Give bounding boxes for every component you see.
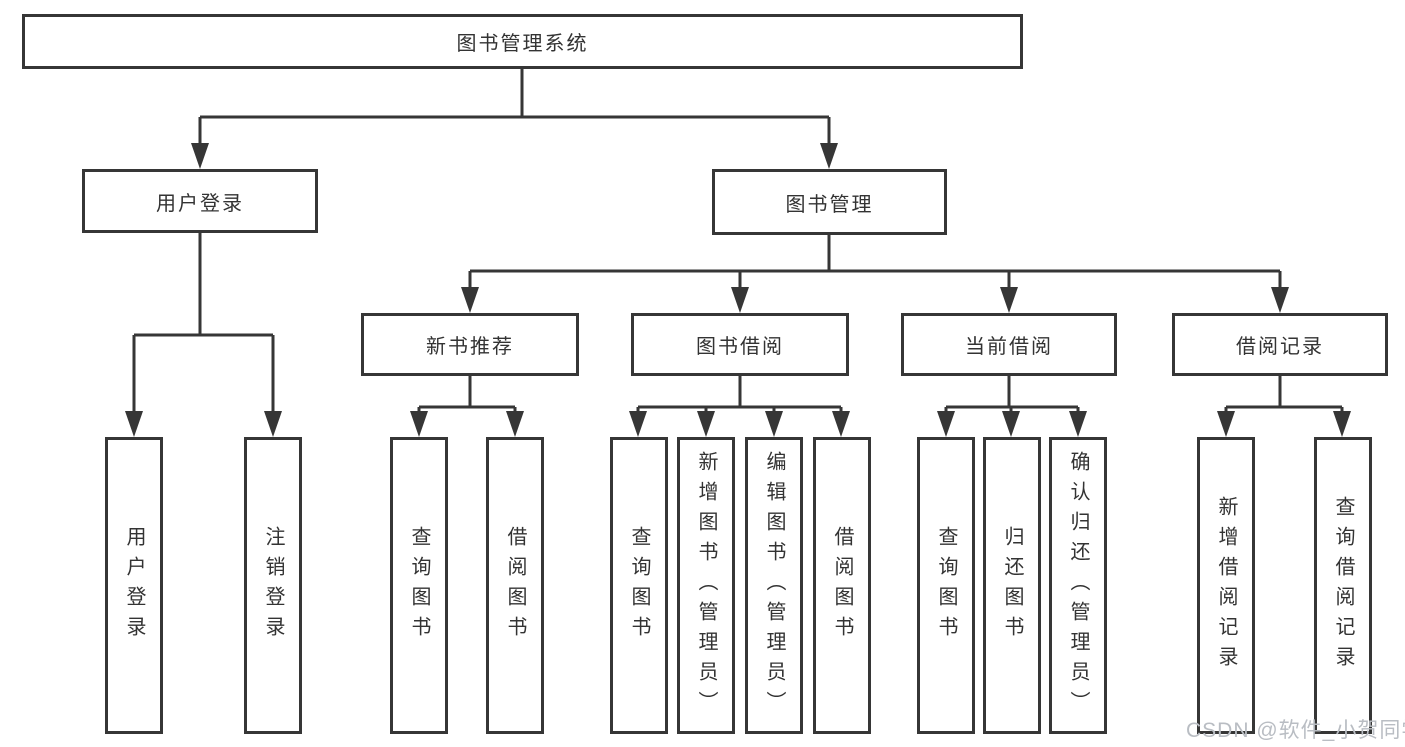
node-label: 借阅记录 bbox=[1236, 336, 1324, 358]
connector-new-book-to-leaves bbox=[417, 376, 517, 432]
leaf-label: 查询借阅记录 bbox=[1332, 495, 1354, 676]
leaf-query-books-current: 查询图书 bbox=[917, 437, 975, 734]
leaf-borrow-books-newbook: 借阅图书 bbox=[486, 437, 544, 734]
leaf-label: 查询图书 bbox=[408, 525, 430, 646]
leaf-label: 借阅图书 bbox=[831, 525, 853, 646]
node-label: 新书推荐 bbox=[426, 336, 514, 358]
leaf-label: 借阅图书 bbox=[504, 525, 526, 646]
node-label: 用户登录 bbox=[156, 192, 244, 215]
leaf-query-books-borrow: 查询图书 bbox=[610, 437, 668, 734]
node-label: 当前借阅 bbox=[965, 336, 1053, 358]
connector-records-to-leaves bbox=[1224, 376, 1344, 432]
leaf-label: 注销登录 bbox=[262, 525, 284, 646]
leaf-label: 查询图书 bbox=[628, 525, 650, 646]
node-book-management: 图书管理 bbox=[712, 169, 947, 235]
leaf-borrow-books-borrow: 借阅图书 bbox=[813, 437, 871, 734]
connector-book-mgmt-to-modules bbox=[468, 234, 1282, 308]
leaf-label: 归还图书 bbox=[1001, 525, 1023, 646]
leaf-label: 确认归还（管理员） bbox=[1067, 450, 1089, 721]
leaf-query-books-newbook: 查询图书 bbox=[390, 437, 448, 734]
node-label: 图书借阅 bbox=[696, 336, 784, 358]
leaf-edit-book-admin: 编辑图书（管理员） bbox=[745, 437, 803, 734]
leaf-return-book: 归还图书 bbox=[983, 437, 1041, 734]
leaf-label: 新增借阅记录 bbox=[1215, 495, 1237, 676]
node-label: 图书管理系统 bbox=[456, 33, 589, 55]
node-user-login: 用户登录 bbox=[82, 169, 318, 233]
leaf-user-login: 用户登录 bbox=[105, 437, 163, 734]
leaf-confirm-return-admin: 确认归还（管理员） bbox=[1049, 437, 1107, 734]
leaf-label: 查询图书 bbox=[935, 525, 957, 646]
connector-user-login-to-leaves bbox=[132, 233, 275, 432]
node-borrowing-records: 借阅记录 bbox=[1172, 313, 1388, 376]
leaf-label: 编辑图书（管理员） bbox=[763, 450, 785, 721]
node-current-borrowing: 当前借阅 bbox=[901, 313, 1117, 376]
connector-book-borrow-to-leaves bbox=[636, 376, 843, 432]
leaf-add-book-admin: 新增图书（管理员） bbox=[677, 437, 735, 734]
leaf-label: 新增图书（管理员） bbox=[695, 450, 717, 721]
arrowheads bbox=[125, 143, 1351, 437]
leaf-query-borrow-record: 查询借阅记录 bbox=[1314, 437, 1372, 734]
leaf-add-borrow-record: 新增借阅记录 bbox=[1197, 437, 1255, 734]
node-new-book-recommend: 新书推荐 bbox=[361, 313, 579, 376]
leaf-label: 用户登录 bbox=[123, 525, 145, 646]
csdn-watermark: CSDN @软件_小贺同学 bbox=[1186, 719, 1405, 742]
node-book-borrowing: 图书借阅 bbox=[631, 313, 849, 376]
node-library-management-system: 图书管理系统 bbox=[22, 14, 1023, 69]
node-label: 图书管理 bbox=[785, 193, 874, 216]
leaf-logout: 注销登录 bbox=[244, 437, 302, 734]
connector-root-to-level2 bbox=[198, 69, 831, 164]
